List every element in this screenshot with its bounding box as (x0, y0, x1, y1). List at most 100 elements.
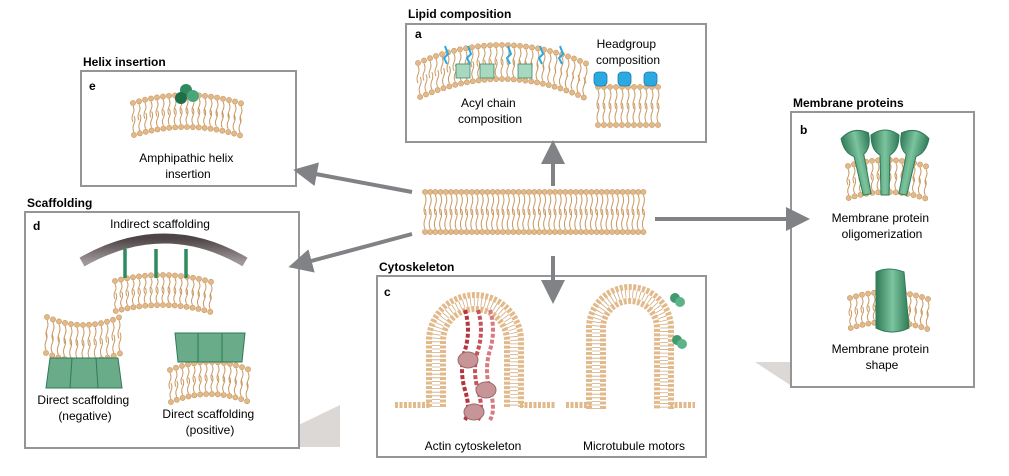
lipid-head (924, 326, 931, 332)
lipid-head (43, 350, 49, 356)
lipid-head (536, 229, 543, 235)
lipid-tail (650, 102, 654, 123)
lipid-tail (656, 89, 660, 110)
lipid-head (428, 89, 435, 96)
lipid-head (845, 163, 851, 169)
lipid-head (142, 128, 149, 135)
lipid-tail (852, 167, 856, 184)
membrane-proteins-title: Membrane proteins (793, 96, 904, 110)
lipid-tail (605, 208, 609, 230)
lipid-head (598, 229, 605, 235)
lipid-tail (227, 102, 231, 120)
lipid-head (899, 158, 905, 164)
lipid-tail (149, 101, 153, 118)
lipid-tail (221, 101, 225, 118)
lipid-tail (582, 77, 586, 95)
lipid-head (225, 129, 232, 135)
scaffolding-title: Scaffolding (27, 196, 92, 210)
lipid-tail (476, 49, 480, 67)
lipid-tail (442, 67, 446, 86)
lipid-tail (848, 300, 852, 317)
lipid-head (131, 132, 137, 138)
headgroup-membrane (595, 84, 661, 128)
lipid-tail (63, 337, 67, 357)
lipid-tail (173, 108, 177, 125)
lipid-head (442, 229, 449, 235)
lipid-head (515, 229, 522, 235)
lipid-tail (198, 365, 202, 382)
lipid-head (598, 189, 605, 195)
lipid-head (515, 189, 522, 195)
lipid-tail (494, 58, 498, 77)
lipid-head (214, 94, 220, 101)
lipid-tail (416, 65, 420, 84)
lipid-tail (169, 382, 173, 400)
lipid-tail (197, 98, 201, 115)
lipid-tail (626, 208, 630, 230)
lipid-tail (589, 208, 593, 230)
lipid-head (569, 89, 576, 96)
lipid-head (640, 229, 647, 235)
lipid-tail (488, 48, 492, 66)
lipid-head (148, 95, 154, 102)
lipid-head (202, 277, 208, 284)
lipid-tail (168, 372, 172, 390)
lipid-tail (522, 208, 526, 230)
lipid-head (601, 122, 607, 128)
lipid-head (635, 229, 642, 235)
lipid-head (130, 100, 136, 106)
lipid-tail (494, 47, 498, 66)
lipid-head (487, 42, 493, 49)
unsaturated-chain-marker (465, 45, 473, 65)
lipid-head (505, 189, 512, 195)
lipid-head (433, 53, 439, 59)
lipid-tail (548, 194, 552, 216)
lipid-head (557, 229, 564, 235)
lipid-head (614, 229, 621, 235)
lipid-tail (918, 167, 922, 184)
lipid-head (117, 350, 123, 357)
lipid-head (918, 324, 925, 330)
wedge-protein (875, 268, 910, 333)
lipid-tail (527, 208, 531, 230)
lipid-tail (118, 332, 122, 351)
lipid-tail (198, 375, 202, 392)
lipid-head (893, 157, 899, 164)
lipid-head (614, 189, 621, 195)
lipid-head (553, 49, 559, 56)
lipid-tail (161, 286, 165, 303)
lipid-head (912, 322, 919, 329)
lipid-tail (181, 378, 185, 396)
lipid-head (572, 229, 579, 235)
lipid-tail (238, 116, 242, 133)
lipid-tail (214, 110, 218, 127)
lipid-head (540, 80, 546, 87)
lipid-tail (535, 62, 539, 80)
lipid-head (427, 229, 434, 235)
lipid-head (531, 189, 538, 195)
lipid-tail (584, 208, 588, 230)
oligomer-protein (870, 129, 900, 196)
lipid-head (220, 392, 227, 398)
lipid-tail (208, 293, 212, 310)
lipid-tail (465, 208, 469, 230)
lipid-head (80, 322, 86, 328)
lipid-head (609, 189, 616, 195)
lipid-tail (911, 175, 915, 193)
lipid-head (237, 132, 243, 139)
lipid-tail (196, 290, 200, 307)
lipid-head (437, 189, 444, 195)
large-headgroup (643, 71, 658, 87)
amphipathic-helix-icon (187, 90, 199, 102)
lipid-tail (908, 305, 912, 322)
lipid-head (572, 189, 579, 195)
lipid-head (917, 161, 923, 168)
lipid-tail (209, 284, 213, 301)
lipid-tail (626, 89, 630, 110)
lipid-tail (894, 173, 898, 190)
lipid-tail (480, 194, 484, 216)
lipid-head (552, 229, 558, 235)
lipid-tail (126, 290, 130, 306)
lipid-head (197, 391, 204, 398)
